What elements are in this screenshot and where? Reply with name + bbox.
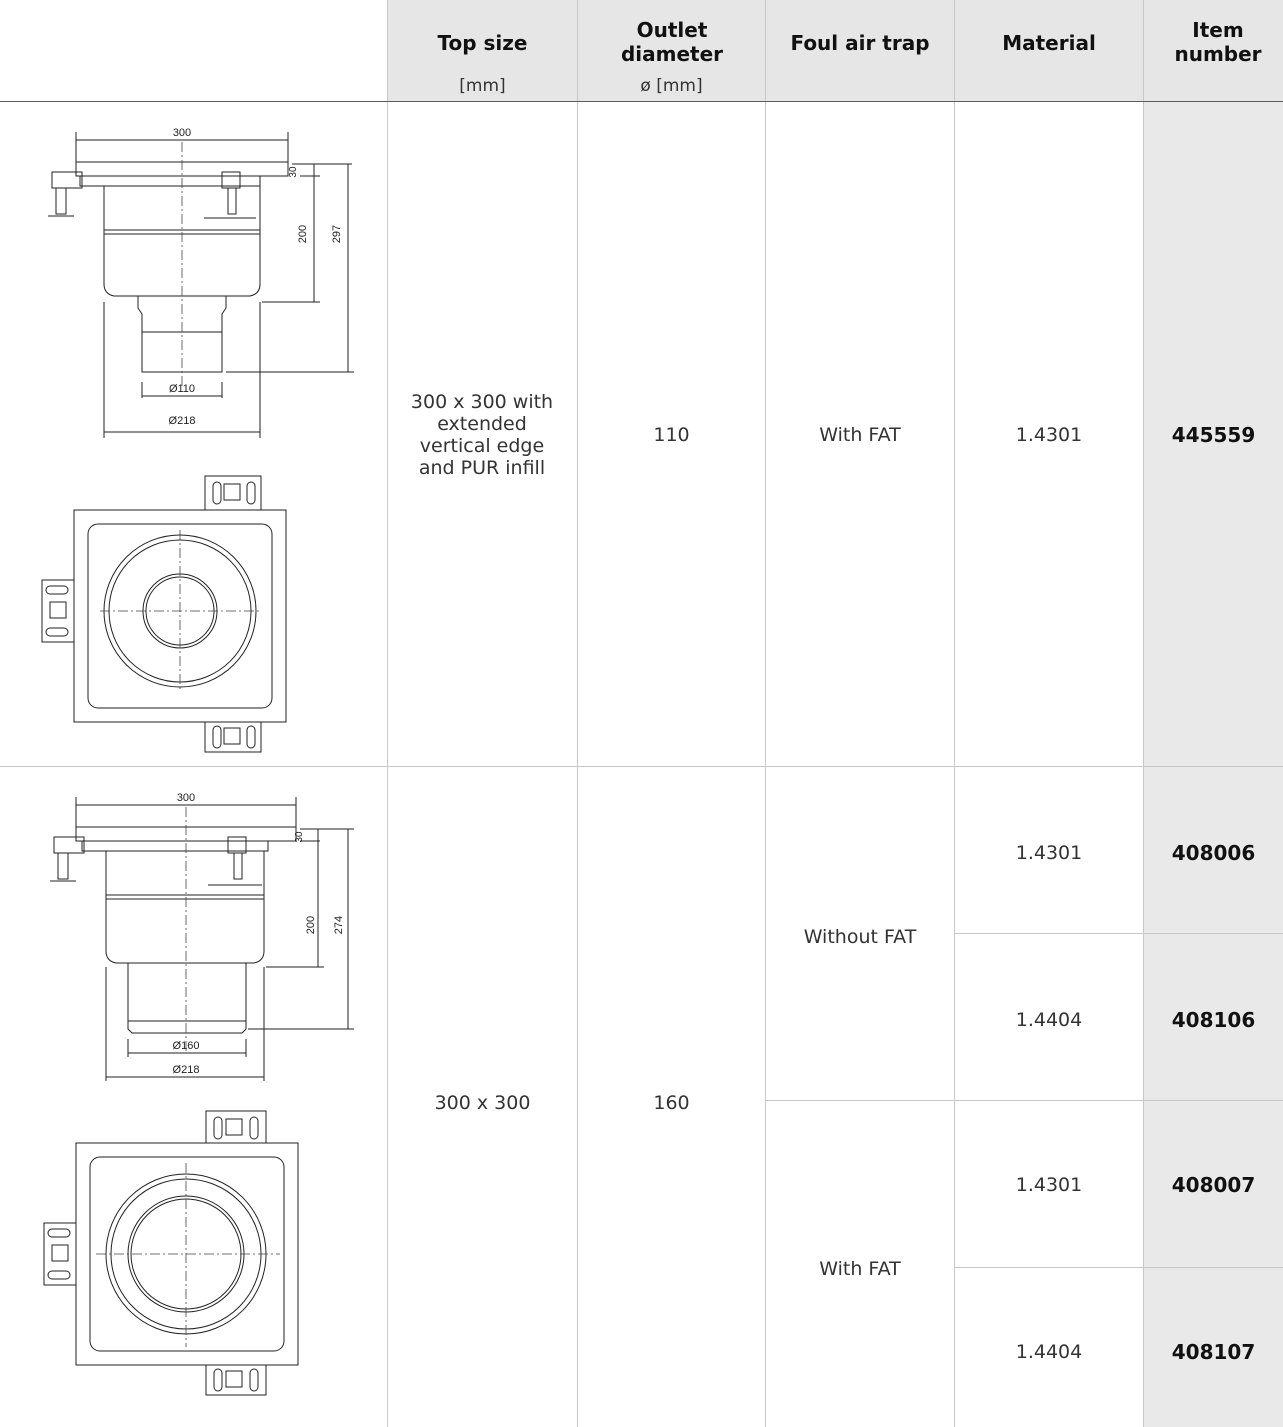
header-divider [0, 101, 1283, 102]
dim-flange: 30 [288, 166, 299, 178]
row2-item-number-3: 408007 [1171, 1173, 1256, 1197]
row2-material-3: 1.4301 [1015, 1174, 1083, 1196]
header-material: Material [1002, 31, 1096, 55]
row2-item-number-1: 408006 [1171, 841, 1256, 865]
dim-flange: 30 [294, 831, 305, 843]
grid-vline [765, 0, 766, 1427]
row2-fat-with: With FAT [819, 1258, 901, 1280]
item-cell-bg-4 [1143, 1101, 1283, 1267]
dim-outlet: Ø110 [169, 383, 195, 395]
grid-vline [577, 0, 578, 1427]
row2-material-1: 1.4301 [1015, 842, 1083, 864]
subrow-divider [954, 933, 1283, 934]
item-cell-bg-2 [1143, 767, 1283, 933]
row2-material-4: 1.4404 [1015, 1341, 1083, 1363]
subrow-divider [954, 1267, 1283, 1268]
row1-outlet-diameter: 110 [653, 424, 690, 446]
grid-vline [1143, 0, 1144, 1427]
header-top-size: Top size [437, 31, 528, 55]
header-outlet-diameter: Outlet diameter [620, 18, 724, 66]
dim-total-height: 274 [333, 916, 345, 934]
header-item-number: Item number [1174, 18, 1262, 66]
row2-material-2: 1.4404 [1015, 1009, 1083, 1031]
grid-vline [387, 0, 388, 1427]
header-top-size-unit: [mm] [459, 76, 506, 96]
dim-top-width: 300 [177, 792, 195, 804]
row1-top-size: 300 x 300 with extended vertical edge an… [410, 391, 554, 479]
item-cell-bg-1 [1143, 101, 1283, 766]
row2-fat-without: Without FAT [803, 926, 917, 948]
dim-outlet: Ø160 [173, 1040, 200, 1052]
dim-body-height: 200 [305, 916, 317, 934]
row1-material: 1.4301 [1015, 424, 1083, 446]
drain-drawing-2: 300 30 200 274 Ø160 Ø218 [43, 792, 354, 1396]
row1-item-number: 445559 [1171, 423, 1256, 447]
header-foul-air-trap: Foul air trap [790, 31, 930, 55]
row2-outlet-diameter: 160 [653, 1092, 690, 1114]
dim-body-diameter: Ø218 [169, 415, 196, 427]
item-cell-bg-3 [1143, 934, 1283, 1100]
item-cell-bg-5 [1143, 1268, 1283, 1427]
dim-body-diameter: Ø218 [173, 1064, 200, 1076]
header-outlet-diameter-unit: ø [mm] [640, 76, 703, 96]
row-divider [0, 766, 1283, 767]
dim-total-height: 297 [331, 225, 343, 243]
dim-body-height: 200 [297, 225, 309, 243]
row2-item-number-4: 408107 [1171, 1340, 1256, 1364]
subrow-divider [765, 1100, 1283, 1101]
grid-vline [954, 0, 955, 1427]
header-background [387, 0, 1283, 101]
row2-item-number-2: 408106 [1171, 1008, 1256, 1032]
drain-drawing-1: 300 30 200 297 Ø110 Ø218 [41, 127, 354, 753]
row1-foul-air-trap: With FAT [819, 424, 901, 446]
row2-top-size: 300 x 300 [434, 1092, 531, 1114]
dim-top-width: 300 [173, 127, 191, 139]
